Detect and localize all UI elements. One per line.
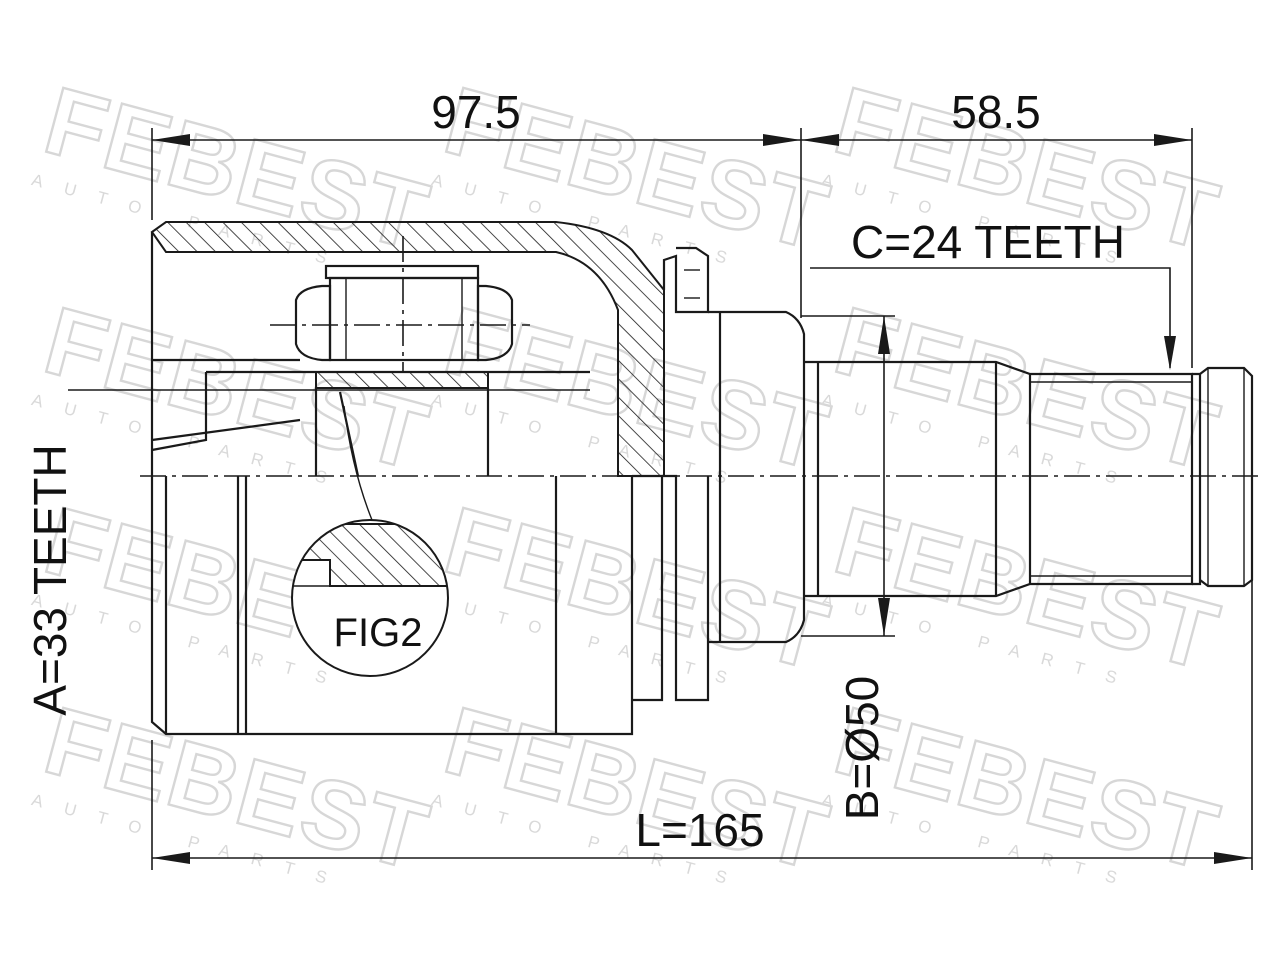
dim-label-inner-length: 97.5 [431,86,521,138]
fig2-pointer-line [338,391,360,477]
seal-flange [708,310,806,644]
fig2-label: FIG2 [334,611,423,655]
fig2-leader [343,405,373,521]
arrow-head [878,316,890,354]
housing-bore-step [151,372,208,452]
arrow-head [1154,134,1192,146]
dim-label-inner-spline: A=33 TEETH [24,444,76,715]
watermark-1: FEBEST AUTO PARTS [30,66,441,273]
spider-hub-bore [314,388,490,476]
spider-hub-section [315,371,489,389]
roller-left [294,284,332,362]
arrow-head [763,134,801,146]
boot-clamp-top [662,246,710,314]
arrow-head [1214,852,1252,864]
shaft-groove [1192,372,1202,586]
housing-taper [151,418,301,442]
dim-label-seal-diameter: B=Ø50 [836,676,888,821]
watermark-layer: FEBEST AUTO PARTS FEBEST AUTO PARTS FEBE… [30,66,1231,893]
watermark-10: FEBEST AUTO PARTS [30,686,441,893]
arrow-head [878,598,890,636]
roller-cap [324,264,480,280]
cv-joint-body [140,221,1264,736]
arrow-head [152,852,190,864]
dimension-labels: 97.5 58.5 C=24 TEETH L=165 A=33 TEETH B=… [24,86,1125,856]
arrow-head [152,134,190,146]
arrow-head [1164,336,1176,370]
dim-label-shaft-length: 58.5 [951,86,1041,138]
watermark-11: FEBEST AUTO PARTS [430,686,841,893]
leader-outer-spline [810,267,1171,368]
dim-label-outer-spline: C=24 TEETH [851,216,1125,268]
shaft-body [804,360,1194,598]
shaft-end [1199,366,1254,588]
watermark-8: FEBEST AUTO PARTS [430,486,841,693]
dimension-lines [68,128,1253,870]
boot-clamp-bottom [662,474,710,702]
fig2-detail: FIG2 [291,405,449,677]
dim-label-total-length: L=165 [635,804,764,856]
arrow-head [801,134,839,146]
